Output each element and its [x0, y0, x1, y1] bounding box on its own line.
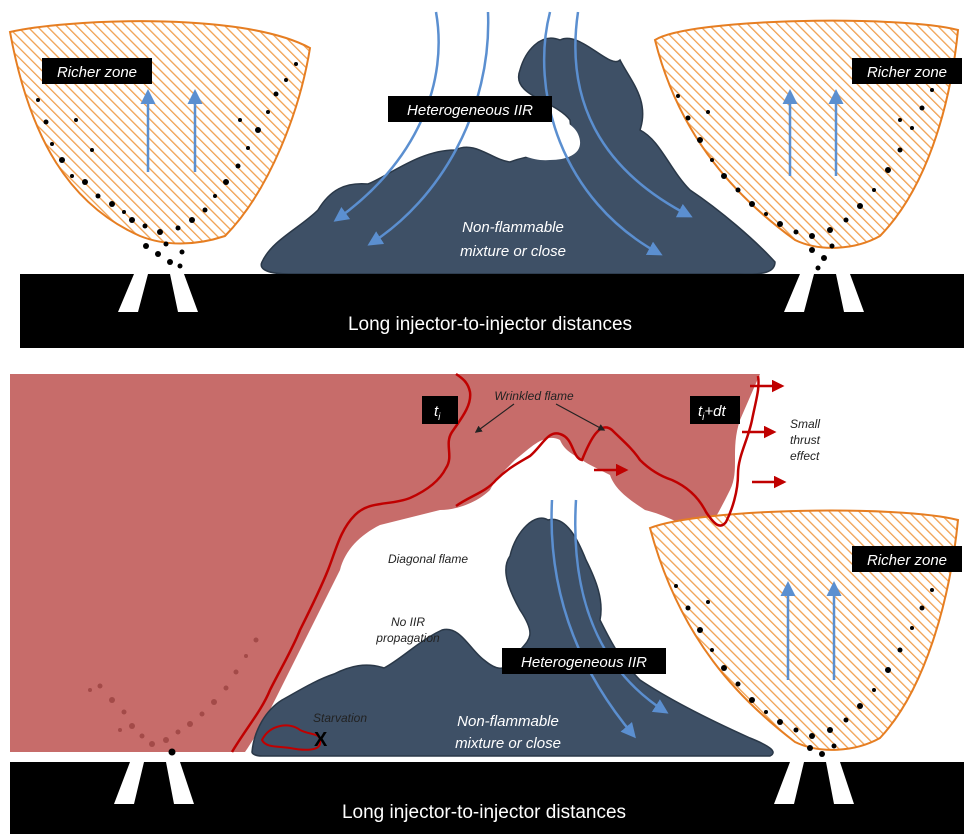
no-iir-line1: No IIR — [391, 615, 425, 629]
bottom-nonflammable-line2: mixture or close — [455, 735, 561, 752]
no-iir-line2: propagation — [375, 631, 440, 645]
diagonal-flame-label: Diagonal flame — [388, 552, 468, 566]
bottom-base-label: Long injector-to-injector distances — [342, 802, 626, 823]
top-nonflammable-line2: mixture or close — [460, 243, 566, 260]
top-iir-label: Heterogeneous IIR — [407, 102, 533, 119]
bottom-richer-label: Richer zone — [867, 552, 947, 569]
bottom-panel: Long injector-to-injector distances ti t… — [10, 374, 964, 834]
left-spray-cone — [10, 21, 310, 243]
small-thrust-line1: Small — [790, 417, 820, 431]
top-base-wall — [20, 274, 964, 348]
bottom-base-wall — [10, 762, 964, 834]
bottom-nonflammable-line1: Non-flammable — [457, 713, 559, 730]
small-thrust-line3: effect — [790, 449, 820, 463]
top-nonflammable-line1: Non-flammable — [462, 219, 564, 236]
tidt-suffix: +dt — [704, 403, 726, 420]
top-base-label: Long injector-to-injector distances — [348, 314, 632, 335]
top-right-richer-label: Richer zone — [867, 64, 947, 81]
starvation-mark: X — [314, 729, 328, 751]
bottom-iir-label: Heterogeneous IIR — [521, 654, 647, 671]
wrinkled-flame-label: Wrinkled flame — [494, 389, 574, 403]
small-thrust-line2: thrust — [790, 433, 821, 447]
top-left-richer-label: Richer zone — [57, 64, 137, 81]
starvation-label: Starvation — [313, 711, 367, 725]
top-panel: Long injector-to-injector distances Rich… — [10, 12, 964, 348]
